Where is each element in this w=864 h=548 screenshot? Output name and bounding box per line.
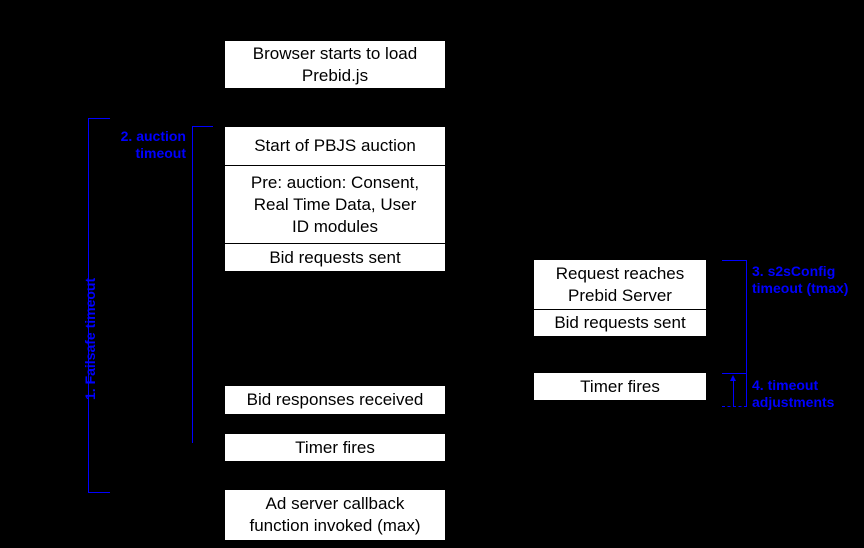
failsafe-bracket-top-tick <box>88 118 110 119</box>
box-timer-fires-server: Timer fires <box>534 373 706 400</box>
auction-bracket-top-tick <box>192 126 213 127</box>
s2s-bracket-bottom-tick <box>722 373 747 374</box>
box-bid-responses-received: Bid responses received <box>225 386 445 414</box>
box-pre-auction-modules: Pre: auction: Consent, Real Time Data, U… <box>225 166 445 244</box>
label-failsafe-timeout: 1. Failsafe timeout <box>82 277 98 400</box>
box-ad-server-callback: Ad server callback function invoked (max… <box>225 490 445 540</box>
label-timeout-adjustments: 4. timeout adjustments <box>752 377 835 410</box>
box-request-reaches-prebid-server: Request reaches Prebid Server <box>534 260 706 310</box>
timeout-adjustments-arrow-head <box>730 375 736 381</box>
label-s2s-config-timeout: 3. s2sConfig timeout (tmax) <box>752 263 849 296</box>
failsafe-bracket-bottom-tick <box>88 492 110 493</box>
box-browser-loads-prebid: Browser starts to load Prebid.js <box>225 41 445 88</box>
box-start-pbjs-auction: Start of PBJS auction <box>225 127 445 166</box>
timeout-adjustments-baseline <box>722 406 747 407</box>
timeout-adjustments-spine <box>746 373 747 407</box>
failsafe-bracket-spine <box>88 118 89 493</box>
s2s-bracket-top-tick <box>722 260 747 261</box>
timeout-adjustments-arrow-shaft <box>733 381 734 406</box>
box-bid-requests-sent-server: Bid requests sent <box>534 310 706 336</box>
label-auction-timeout: 2. auction timeout <box>120 128 186 161</box>
box-bid-requests-sent-client: Bid requests sent <box>225 244 445 271</box>
auction-bracket-spine <box>192 126 193 443</box>
s2s-bracket-spine <box>746 260 747 374</box>
box-timer-fires-client: Timer fires <box>225 434 445 461</box>
